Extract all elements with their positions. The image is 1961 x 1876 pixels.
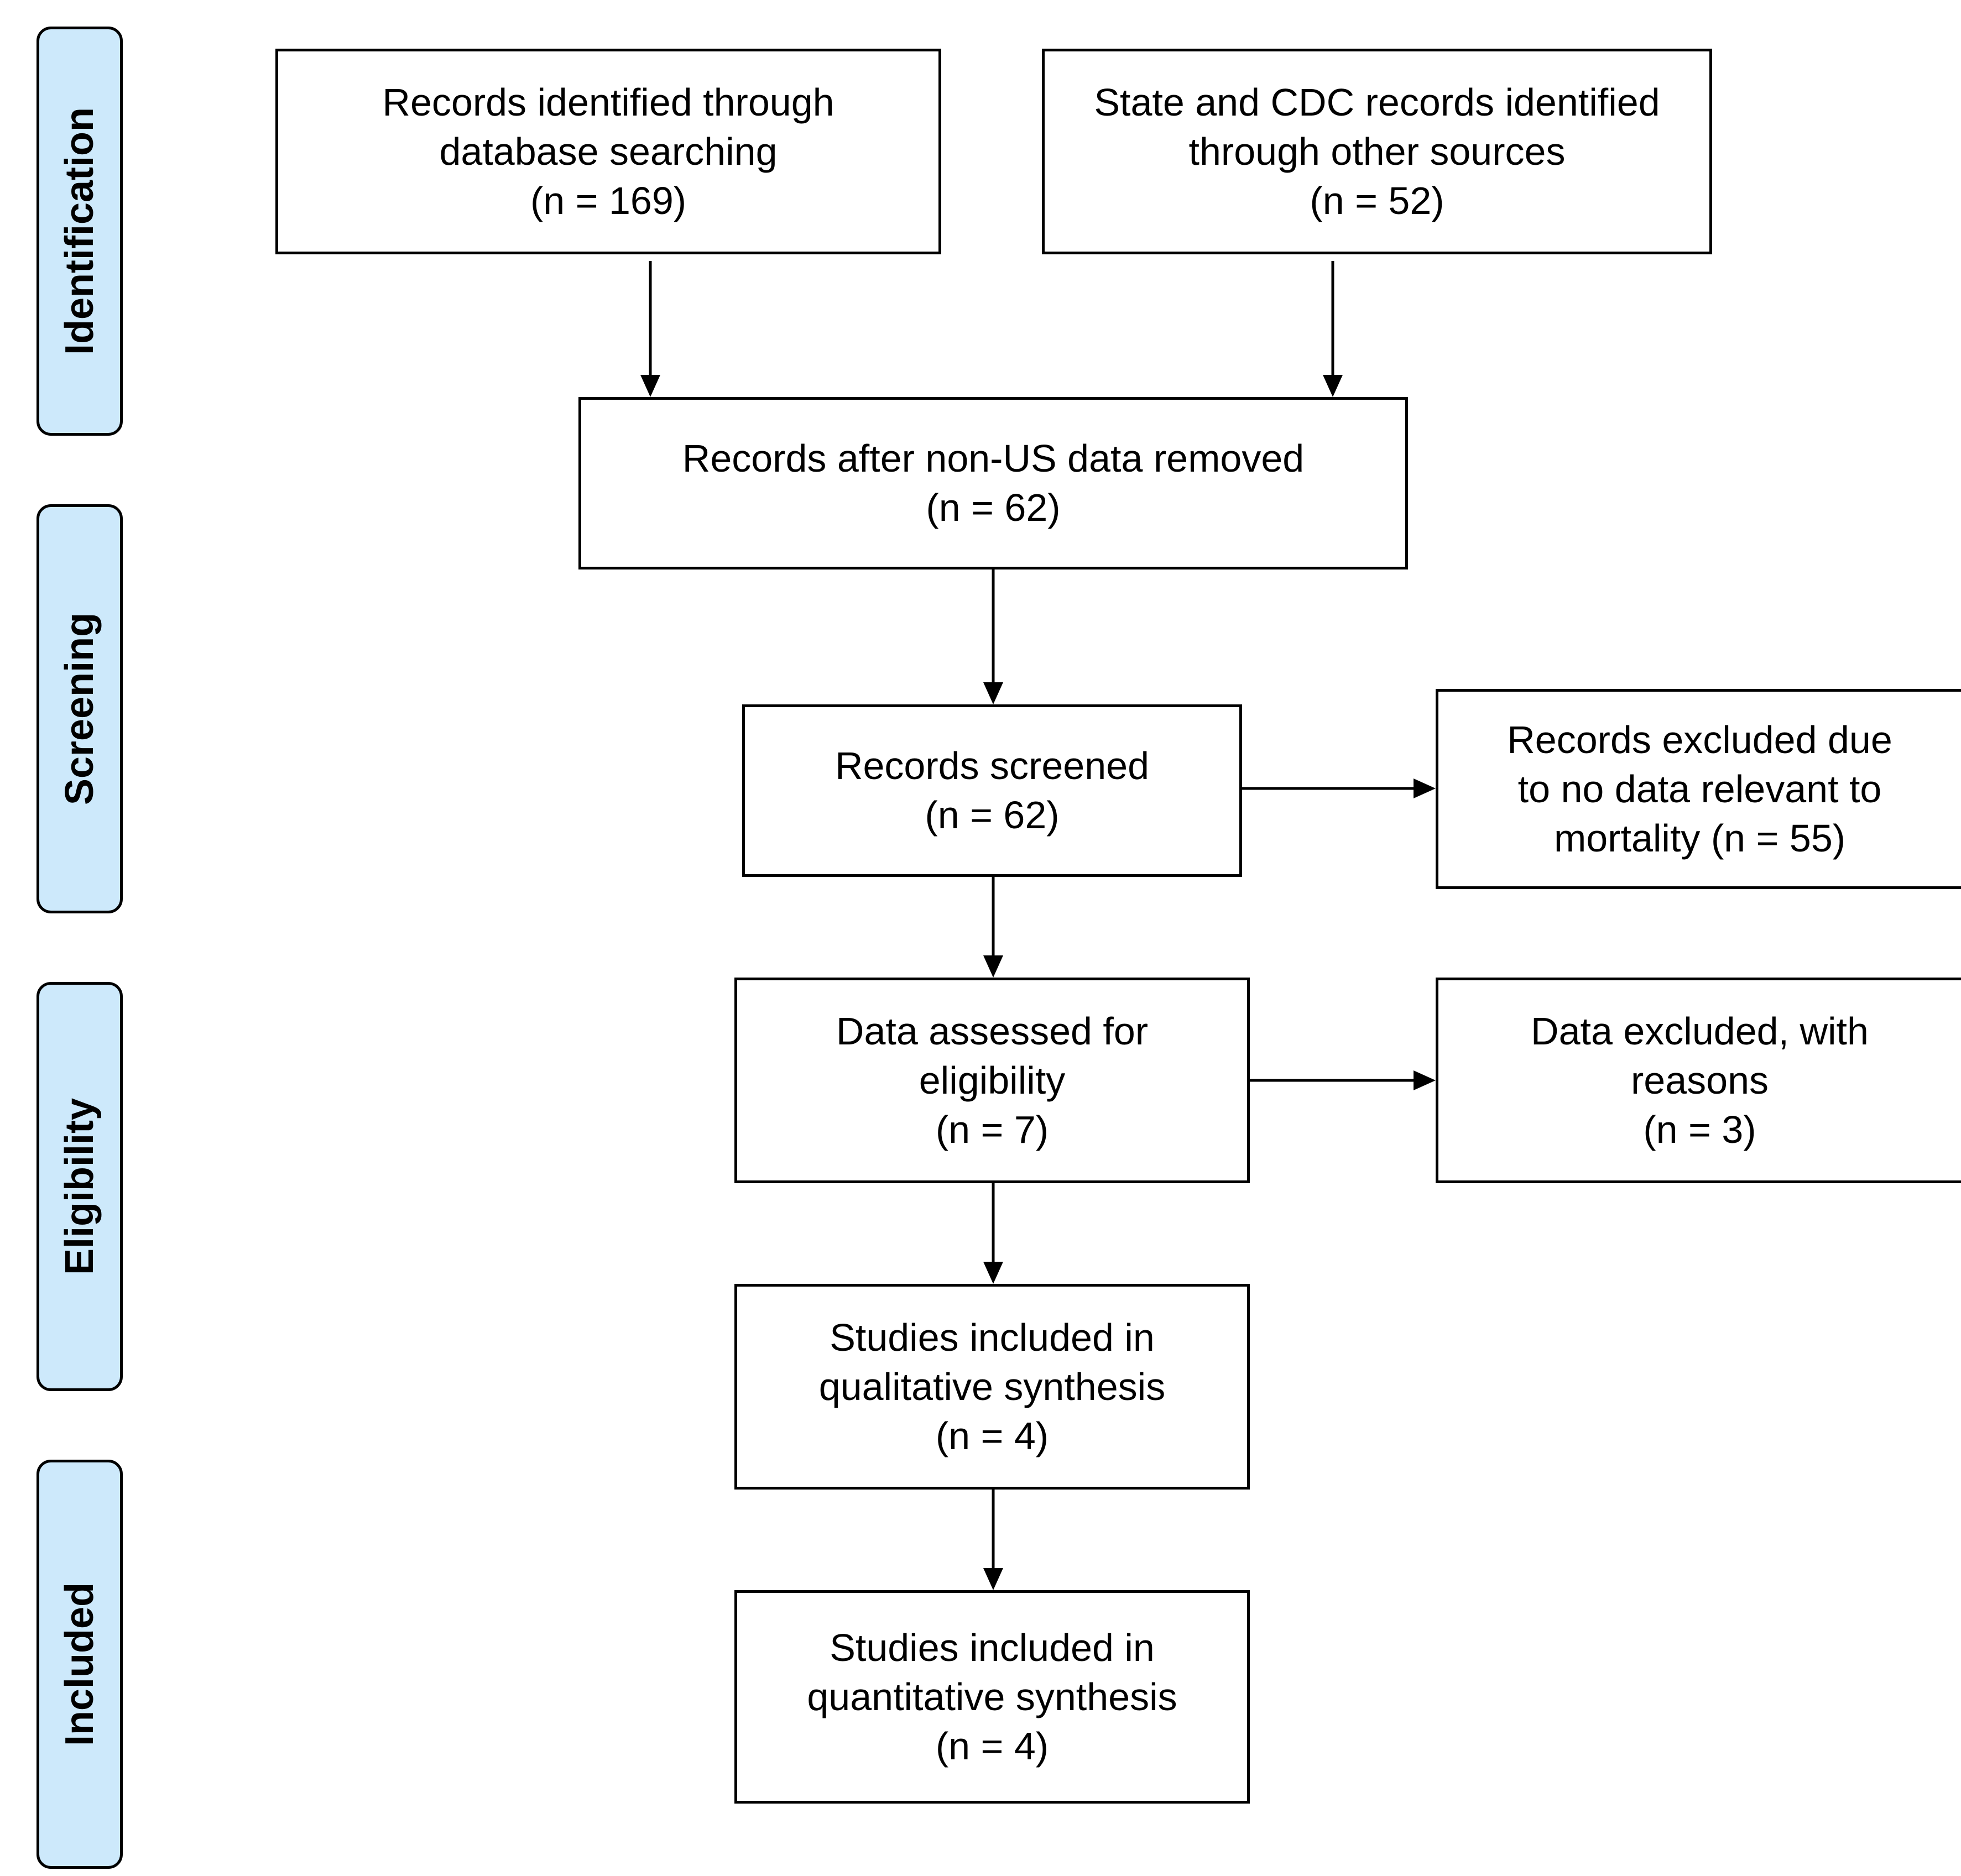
arrowhead-qualitative-to-quantitative bbox=[983, 1568, 1003, 1590]
box-quantitative-synthesis: Studies included in quantitative synthes… bbox=[734, 1590, 1250, 1804]
arrowhead-screened-to-excluded bbox=[1414, 778, 1436, 798]
box-data-excluded-reasons-line-3: (n = 3) bbox=[1643, 1107, 1756, 1151]
arrowhead-eligibility-to-qualitative bbox=[983, 1262, 1003, 1284]
arrowhead-database-to-removed bbox=[640, 375, 660, 397]
box-other-sources: State and CDC records identified through… bbox=[1042, 49, 1712, 254]
box-eligibility-assessed: Data assessed for eligibility (n = 7) bbox=[734, 978, 1250, 1183]
phase-screening: Screening bbox=[36, 504, 123, 913]
box-records-screened-line-1: Records screened bbox=[835, 744, 1150, 787]
box-eligibility-assessed-line-2: eligibility bbox=[919, 1058, 1066, 1102]
box-other-sources-line-3: (n = 52) bbox=[1310, 179, 1444, 222]
box-other-sources-line-1: State and CDC records identified bbox=[1094, 80, 1660, 124]
box-eligibility-assessed-line-3: (n = 7) bbox=[935, 1107, 1049, 1151]
box-qualitative-synthesis-line-1: Studies included in bbox=[830, 1315, 1155, 1359]
arrowhead-removed-to-screened bbox=[983, 682, 1003, 704]
box-records-excluded-mortality-line-1: Records excluded due bbox=[1507, 718, 1892, 761]
box-data-excluded-reasons-line-2: reasons bbox=[1630, 1058, 1769, 1102]
box-database-records-line-1: Records identified through bbox=[382, 80, 835, 124]
box-non-us-removed-line-1: Records after non-US data removed bbox=[682, 437, 1305, 480]
box-quantitative-synthesis-line-2: quantitative synthesis bbox=[807, 1675, 1177, 1718]
box-quantitative-synthesis-line-3: (n = 4) bbox=[935, 1724, 1049, 1768]
box-non-us-removed-line-2: (n = 62) bbox=[926, 486, 1061, 529]
box-qualitative-synthesis: Studies included in qualitative synthesi… bbox=[734, 1284, 1250, 1490]
arrowhead-screened-to-eligibility bbox=[983, 955, 1003, 978]
box-records-screened: Records screened (n = 62) bbox=[742, 704, 1242, 877]
box-database-records-line-2: database searching bbox=[439, 129, 778, 173]
box-data-excluded-reasons: Data excluded, with reasons (n = 3) bbox=[1436, 978, 1961, 1183]
box-records-excluded-mortality: Records excluded due to no data relevant… bbox=[1436, 689, 1961, 889]
phase-included: Included bbox=[36, 1460, 123, 1869]
arrowhead-eligibility-to-excluded bbox=[1414, 1070, 1436, 1090]
box-records-screened-line-2: (n = 62) bbox=[925, 793, 1060, 837]
box-qualitative-synthesis-line-3: (n = 4) bbox=[935, 1414, 1049, 1457]
box-database-records: Records identified through database sear… bbox=[275, 49, 941, 254]
box-other-sources-line-2: through other sources bbox=[1188, 129, 1566, 173]
arrowhead-sources-to-removed bbox=[1323, 375, 1343, 397]
phase-eligibility: Eligibility bbox=[36, 982, 123, 1391]
phase-identification: Identification bbox=[36, 27, 123, 436]
box-eligibility-assessed-line-1: Data assessed for bbox=[836, 1009, 1149, 1053]
box-database-records-line-3: (n = 169) bbox=[530, 179, 687, 222]
box-data-excluded-reasons-line-1: Data excluded, with bbox=[1531, 1009, 1869, 1053]
box-quantitative-synthesis-line-1: Studies included in bbox=[830, 1626, 1155, 1669]
box-qualitative-synthesis-line-2: qualitative synthesis bbox=[818, 1365, 1166, 1408]
box-records-excluded-mortality-line-3: mortality (n = 55) bbox=[1553, 816, 1846, 860]
box-non-us-removed: Records after non-US data removed (n = 6… bbox=[578, 397, 1408, 569]
box-records-excluded-mortality-line-2: to no data relevant to bbox=[1517, 767, 1882, 811]
